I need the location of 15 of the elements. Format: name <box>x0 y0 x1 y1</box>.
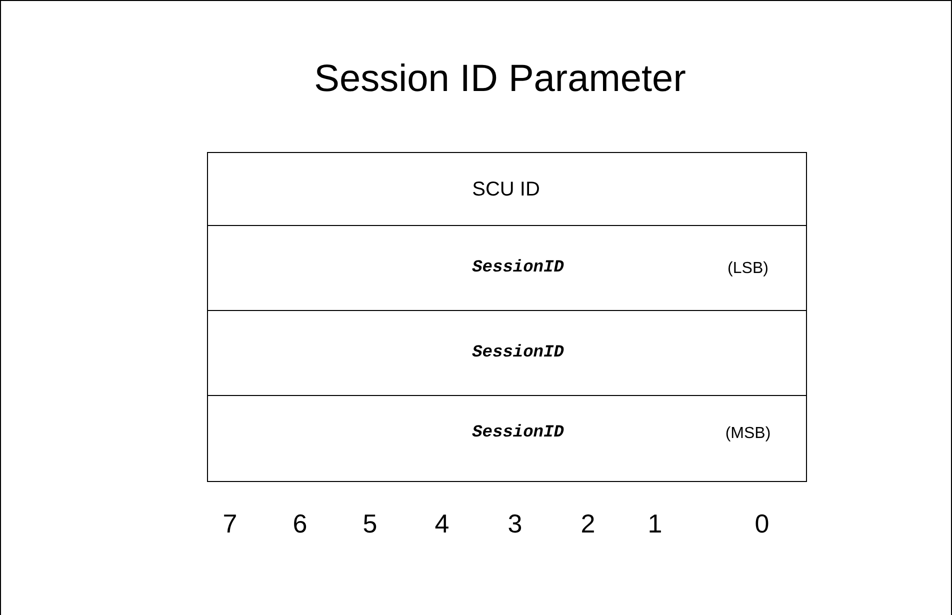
byte-order-note: (MSB) <box>725 425 771 443</box>
bit-number: 6 <box>292 508 308 540</box>
bit-number: 0 <box>754 508 770 540</box>
byte-order-note: (LSB) <box>728 260 768 278</box>
field-name: SessionID <box>472 344 564 362</box>
bit-number: 7 <box>222 508 238 540</box>
bit-number: 1 <box>648 508 662 540</box>
bit-number: 2 <box>580 508 596 540</box>
field-name: SessionID <box>472 424 564 442</box>
diagram-title: Session ID Parameter <box>313 58 687 101</box>
field-name: SessionID <box>472 258 564 278</box>
bit-number: 4 <box>434 508 450 540</box>
field-name: SCU ID <box>472 178 540 202</box>
bit-number: 5 <box>362 508 378 540</box>
bit-number: 3 <box>508 508 522 540</box>
